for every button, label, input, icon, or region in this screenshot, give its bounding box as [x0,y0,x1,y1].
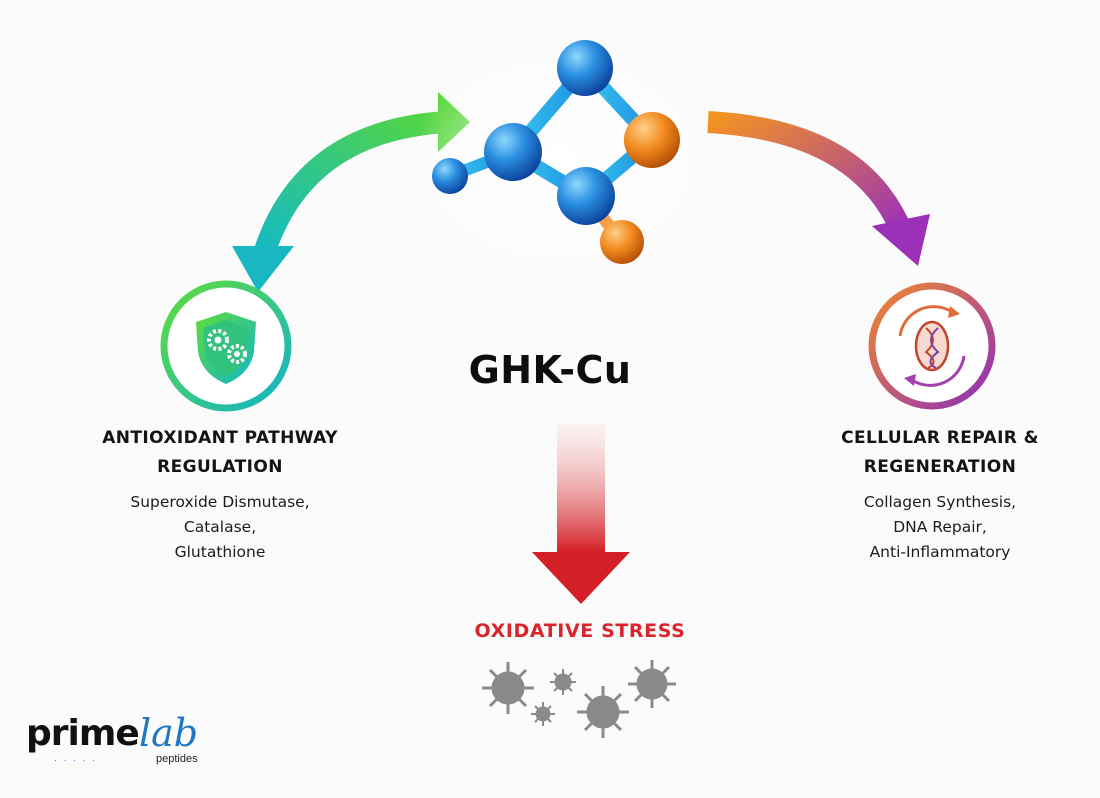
antioxidant-items: Superoxide Dismutase, Catalase, Glutathi… [60,490,380,565]
logo-dots: · · · · · [54,755,97,765]
antioxidant-item: Catalase, [183,518,257,536]
cellular-repair-item: Anti-Inflammatory [869,543,1011,561]
cell-dna-cycle-icon [868,282,996,410]
antioxidant-section: ANTIOXIDANT PATHWAY REGULATION Superoxid… [60,424,380,565]
logo-main-text: prime [26,713,140,754]
right-arrow [707,111,930,266]
free-radical-particles-icon [482,660,676,738]
cellular-repair-heading-line1: CELLULAR REPAIR & [841,428,1039,448]
antioxidant-heading-line1: ANTIOXIDANT PATHWAY [102,428,338,448]
logo-accent-text: lab [139,711,199,755]
shield-gears-icon [160,280,292,412]
primelab-logo: prime lab · · · · · peptides [26,711,216,773]
cellular-repair-section: CELLULAR REPAIR & REGENERATION Collagen … [800,424,1080,565]
down-arrow [532,424,630,604]
antioxidant-heading: ANTIOXIDANT PATHWAY REGULATION [60,424,380,482]
antioxidant-heading-line2: REGULATION [157,457,283,477]
cellular-repair-heading-line2: REGENERATION [863,457,1017,477]
cellular-repair-item: DNA Repair, [893,518,987,536]
logo-sub-text: peptides [156,753,198,765]
diagram-title: GHK-Cu [468,348,632,392]
cellular-repair-item: Collagen Synthesis, [863,493,1017,511]
cellular-repair-heading: CELLULAR REPAIR & REGENERATION [800,424,1080,482]
ghk-cu-molecule-icon [410,40,710,275]
antioxidant-item: Glutathione [174,543,266,561]
oxidative-stress-label: OXIDATIVE STRESS [474,620,686,642]
antioxidant-item: Superoxide Dismutase, [130,493,310,511]
cellular-repair-items: Collagen Synthesis, DNA Repair, Anti-Inf… [800,490,1080,565]
